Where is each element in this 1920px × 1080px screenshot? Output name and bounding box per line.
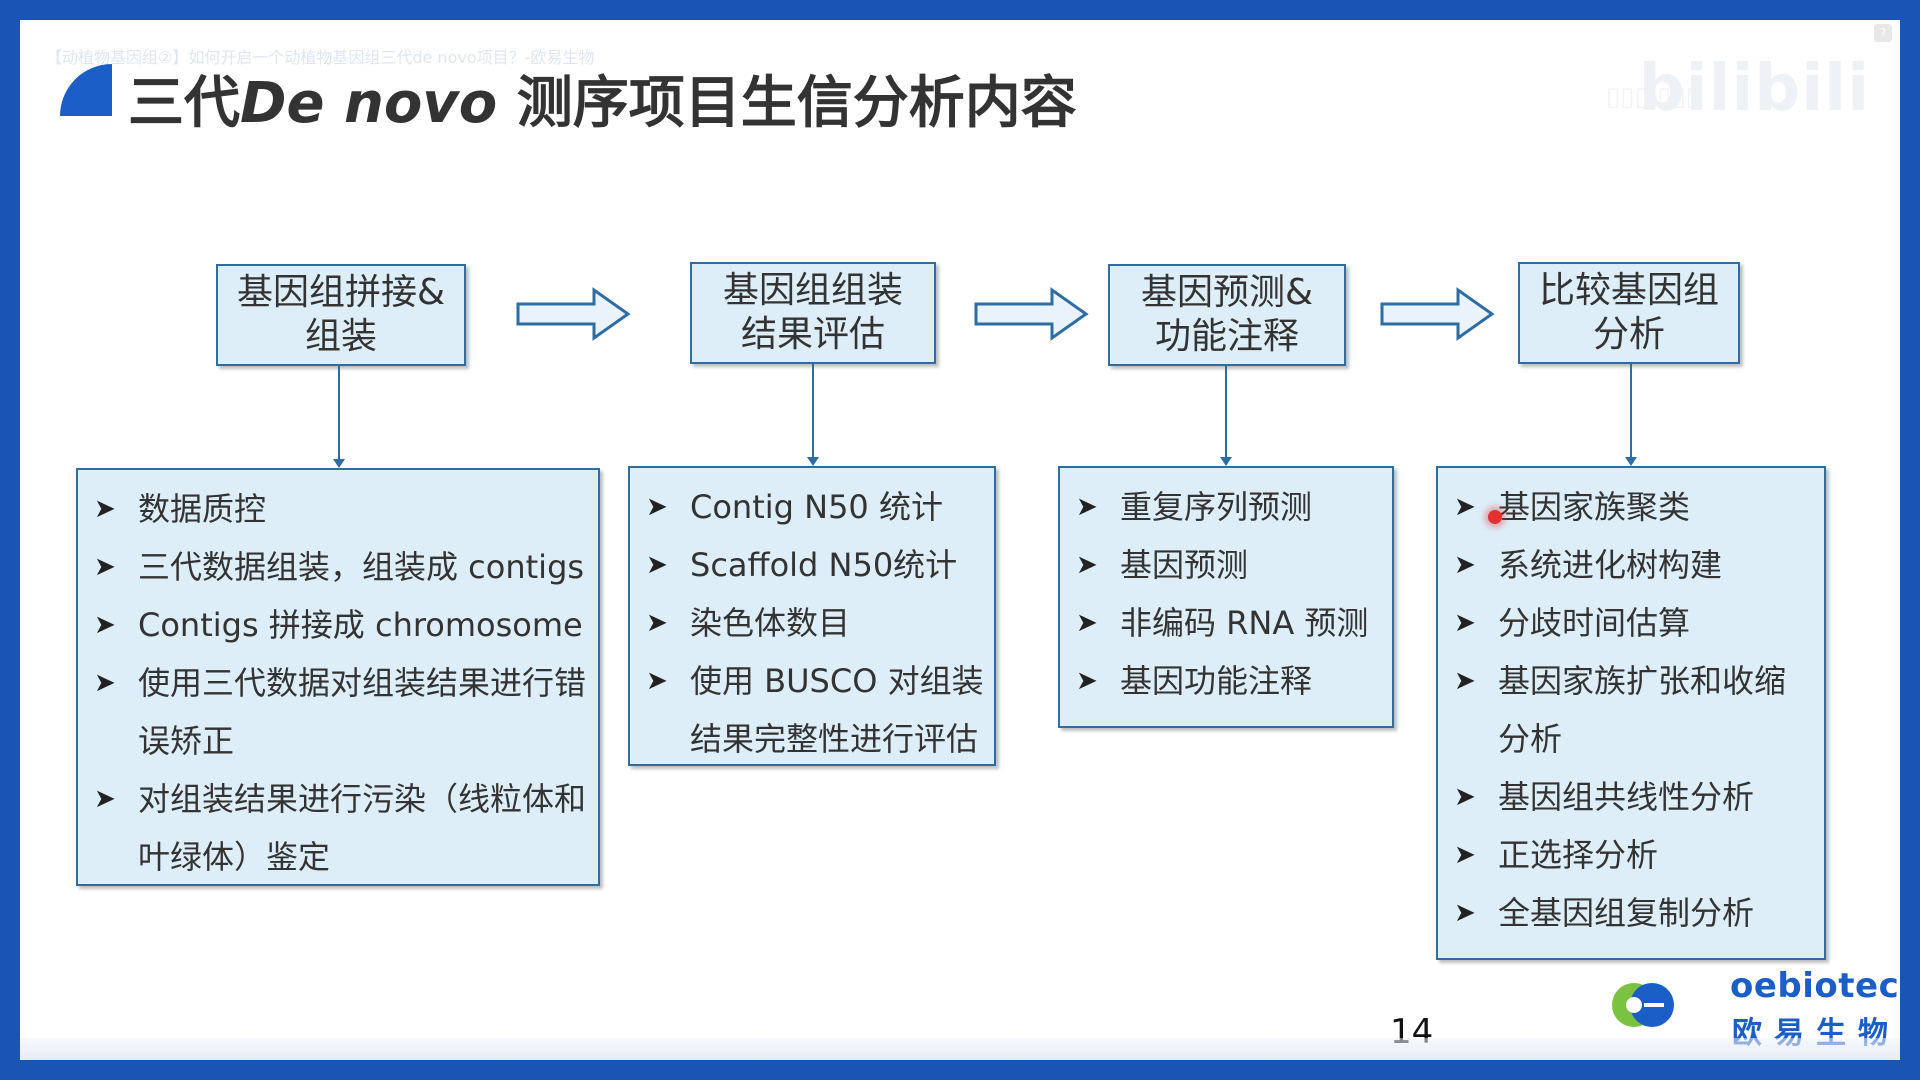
stage-2-header-line2: 结果评估 <box>740 314 885 355</box>
slide: 【动植物基因组②】如何开启一个动植物基因组三代de novo项目？-欧易生物 ?… <box>20 20 1900 1060</box>
video-player-bar[interactable] <box>20 1038 1900 1060</box>
help-icon[interactable]: ? <box>1874 24 1892 42</box>
arrowhead-bullet-icon: ➤ <box>94 610 116 640</box>
arrowhead-bullet-icon: ➤ <box>646 666 668 696</box>
list-item: ➤正选择分析 <box>1446 826 1816 884</box>
arrowhead-bullet-icon: ➤ <box>94 784 116 814</box>
list-item: ➤基因组共线性分析 <box>1446 768 1816 826</box>
watermark-uploader: ▯▯▯ ▯▯▯ <box>1605 82 1700 112</box>
oebiotech-logo-icon <box>1612 983 1674 1027</box>
title-suffix: 测序项目生信分析内容 <box>497 71 1077 136</box>
connector-3 <box>1220 364 1232 466</box>
list-item: ➤非编码 RNA 预测 <box>1068 594 1384 652</box>
stage-4-header-line1: 比较基因组 <box>1538 270 1719 311</box>
title-mark-icon <box>60 64 112 116</box>
arrowhead-bullet-icon: ➤ <box>1076 666 1098 696</box>
arrowhead-bullet-icon: ➤ <box>1454 492 1476 522</box>
arrowhead-bullet-icon: ➤ <box>1454 550 1476 580</box>
list-item: ➤数据质控 <box>86 480 590 538</box>
stage-3-header-line1: 基因预测& <box>1140 272 1314 313</box>
list-item: ➤对组装结果进行污染（线粒体和叶绿体）鉴定 <box>86 770 590 886</box>
arrowhead-bullet-icon: ➤ <box>1076 608 1098 638</box>
title-italic: De novo <box>240 71 498 136</box>
arrowhead-bullet-icon: ➤ <box>1076 492 1098 522</box>
stage-1-header: 基因组拼接&组装 <box>216 264 466 366</box>
arrowhead-bullet-icon: ➤ <box>1454 898 1476 928</box>
laser-pointer-icon <box>1488 510 1502 524</box>
arrowhead-bullet-icon: ➤ <box>646 492 668 522</box>
stage-3-details: ➤重复序列预测 ➤基因预测 ➤非编码 RNA 预测 ➤基因功能注释 <box>1058 466 1394 728</box>
page-title: 三代De novo 测序项目生信分析内容 <box>128 58 1077 139</box>
stage-4-details: ➤基因家族聚类 ➤系统进化树构建 ➤分歧时间估算 ➤基因家族扩张和收缩分析 ➤基… <box>1436 466 1826 960</box>
stage-4-header-line2: 分析 <box>1592 314 1665 355</box>
list-item: ➤使用 BUSCO 对组装结果完整性进行评估 <box>638 652 986 768</box>
list-item: ➤使用三代数据对组装结果进行错误矫正 <box>86 654 590 770</box>
stage-2-header: 基因组组装结果评估 <box>690 262 936 364</box>
flow-arrow-icon <box>974 287 1089 341</box>
stage-3-header-line2: 功能注释 <box>1154 316 1299 357</box>
list-item: ➤基因家族扩张和收缩分析 <box>1446 652 1816 768</box>
logo-text-en: oebiotech <box>1730 966 1900 1006</box>
list-item: ➤三代数据组装，组装成 contigs <box>86 538 590 596</box>
list-item: ➤Contig N50 统计 <box>638 478 986 536</box>
list-item: ➤基因预测 <box>1068 536 1384 594</box>
arrowhead-bullet-icon: ➤ <box>1454 840 1476 870</box>
arrowhead-bullet-icon: ➤ <box>1454 608 1476 638</box>
flow-arrow-icon <box>1380 287 1495 341</box>
list-item: ➤系统进化树构建 <box>1446 536 1816 594</box>
list-item: ➤染色体数目 <box>638 594 986 652</box>
arrowhead-bullet-icon: ➤ <box>1454 666 1476 696</box>
connector-1 <box>333 364 345 468</box>
connector-4 <box>1625 364 1637 466</box>
arrowhead-bullet-icon: ➤ <box>94 552 116 582</box>
flow-arrow-icon <box>516 287 631 341</box>
arrowhead-bullet-icon: ➤ <box>94 668 116 698</box>
list-item: ➤全基因组复制分析 <box>1446 884 1816 942</box>
list-item: ➤重复序列预测 <box>1068 478 1384 536</box>
stage-1-header-line2: 组装 <box>304 316 377 357</box>
list-item: ➤基因家族聚类 <box>1446 478 1816 536</box>
stage-3-header: 基因预测&功能注释 <box>1108 264 1346 366</box>
arrowhead-bullet-icon: ➤ <box>1454 782 1476 812</box>
stage-2-details: ➤Contig N50 统计 ➤Scaffold N50统计 ➤染色体数目 ➤使… <box>628 466 996 766</box>
stage-2-header-line1: 基因组组装 <box>722 270 903 311</box>
list-item: ➤Contigs 拼接成 chromosome <box>86 596 590 654</box>
list-item: ➤基因功能注释 <box>1068 652 1384 710</box>
stage-4-header: 比较基因组分析 <box>1518 262 1740 364</box>
arrowhead-bullet-icon: ➤ <box>646 608 668 638</box>
list-item: ➤Scaffold N50统计 <box>638 536 986 594</box>
list-item: ➤分歧时间估算 <box>1446 594 1816 652</box>
video-title: 【动植物基因组②】如何开启一个动植物基因组三代de novo项目？-欧易生物 <box>46 48 595 67</box>
arrowhead-bullet-icon: ➤ <box>94 494 116 524</box>
watermark: bilibili <box>1638 52 1870 126</box>
arrowhead-bullet-icon: ➤ <box>646 550 668 580</box>
stage-1-header-line1: 基因组拼接& <box>236 272 446 313</box>
title-prefix: 三代 <box>128 71 240 136</box>
arrowhead-bullet-icon: ➤ <box>1076 550 1098 580</box>
stage-1-details: ➤数据质控 ➤三代数据组装，组装成 contigs ➤Contigs 拼接成 c… <box>76 468 600 886</box>
connector-2 <box>807 362 819 466</box>
